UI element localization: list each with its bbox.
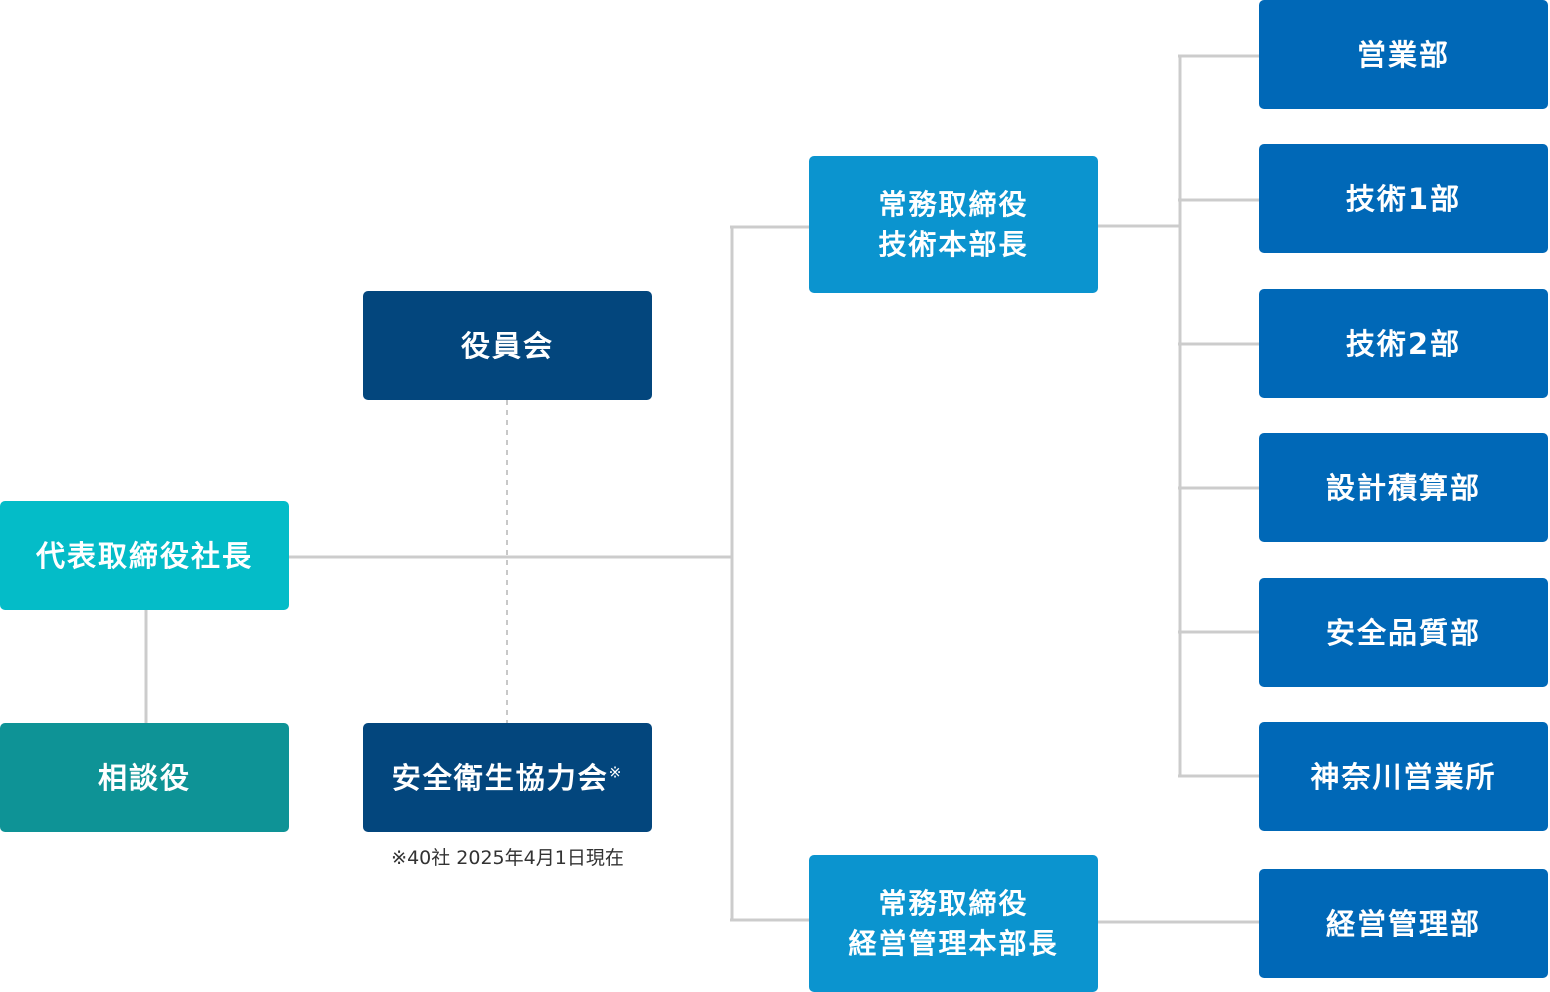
exec-mgmt-title: 常務取締役 xyxy=(878,886,1029,920)
dept-tech1-box: 技術1部 xyxy=(1259,144,1548,253)
dept-kanagawa-office-box: 神奈川営業所 xyxy=(1259,722,1548,831)
dept-management-box: 経営管理部 xyxy=(1259,869,1548,978)
dept-sales-box: 営業部 xyxy=(1259,0,1548,109)
advisor-box: 相談役 xyxy=(0,723,289,832)
dept-design-estimate-box: 設計積算部 xyxy=(1259,433,1548,542)
exec-mgmt-role: 経営管理本部長 xyxy=(848,926,1059,960)
president-label: 代表取締役社長 xyxy=(35,538,253,573)
advisor-label: 相談役 xyxy=(97,760,191,795)
dept-safety-quality-box: 安全品質部 xyxy=(1259,578,1548,687)
exec-tech-box: 常務取締役 技術本部長 xyxy=(809,156,1098,293)
exec-mgmt-box: 常務取締役 経営管理本部長 xyxy=(809,855,1098,992)
safety-council-mark: ※ xyxy=(608,762,624,781)
dept-management-label: 経営管理部 xyxy=(1325,906,1481,941)
president-box: 代表取締役社長 xyxy=(0,501,289,610)
board-box: 役員会 xyxy=(363,291,652,400)
dept-sales-label: 営業部 xyxy=(1356,37,1450,72)
exec-tech-role: 技術本部長 xyxy=(878,227,1029,261)
dept-tech1-label: 技術1部 xyxy=(1345,181,1462,216)
dept-tech2-box: 技術2部 xyxy=(1259,289,1548,398)
dept-tech2-label: 技術2部 xyxy=(1345,326,1462,361)
board-label: 役員会 xyxy=(460,328,554,363)
dept-safety-quality-label: 安全品質部 xyxy=(1325,615,1481,650)
exec-tech-title: 常務取締役 xyxy=(878,187,1029,221)
safety-council-box: 安全衛生協力会※ xyxy=(363,723,652,832)
safety-council-note: ※40社 2025年4月1日現在 xyxy=(391,847,624,869)
safety-council-label: 安全衛生協力会 xyxy=(391,760,609,795)
dept-kanagawa-office-label: 神奈川営業所 xyxy=(1310,759,1497,794)
dept-design-estimate-label: 設計積算部 xyxy=(1325,470,1481,505)
